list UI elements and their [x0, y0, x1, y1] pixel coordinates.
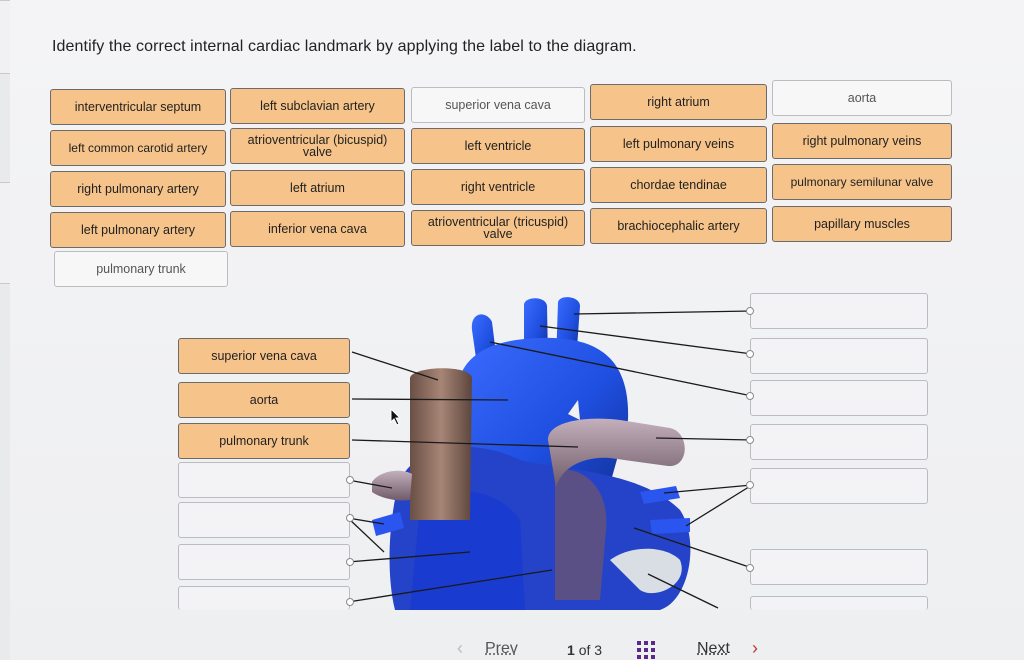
drop-slot-left-7[interactable]: [178, 586, 350, 610]
label-left-atrium[interactable]: left atrium: [230, 170, 405, 206]
label-left-pulmonary-veins[interactable]: left pulmonary veins: [590, 126, 767, 162]
label-aorta-used: aorta: [772, 80, 952, 116]
drop-slot-left-3[interactable]: pulmonary trunk: [178, 423, 350, 459]
drop-slot-right-5[interactable]: [750, 468, 928, 504]
prev-chevron-icon[interactable]: ‹: [457, 638, 463, 658]
label-right-atrium[interactable]: right atrium: [590, 84, 767, 120]
label-pulmonary-trunk-used: pulmonary trunk: [54, 251, 228, 287]
connector-dot: [346, 558, 354, 566]
label-left-pulmonary-artery[interactable]: left pulmonary artery: [50, 212, 226, 248]
label-right-pulmonary-artery[interactable]: right pulmonary artery: [50, 171, 226, 207]
prev-button[interactable]: Prev: [485, 640, 518, 657]
next-chevron-icon[interactable]: ›: [752, 638, 758, 658]
connector-dot: [746, 307, 754, 315]
label-atrioventricular-tricuspid-valve[interactable]: atrioventricular (tricuspid) valve: [411, 210, 585, 246]
drop-slot-right-3[interactable]: [750, 380, 928, 416]
connector-dot: [746, 392, 754, 400]
drop-slot-left-4[interactable]: [178, 462, 350, 498]
connector-dot: [746, 436, 754, 444]
connector-dot: [746, 564, 754, 572]
label-left-ventricle[interactable]: left ventricle: [411, 128, 585, 164]
drop-slot-left-1[interactable]: superior vena cava: [178, 338, 350, 374]
mouse-cursor-icon: [390, 408, 402, 426]
connector-dot: [346, 598, 354, 606]
label-atrioventricular-bicuspid-valve[interactable]: atrioventricular (bicuspid) valve: [230, 128, 405, 164]
label-brachiocephalic-artery[interactable]: brachiocephalic artery: [590, 208, 767, 244]
drop-slot-right-4[interactable]: [750, 424, 928, 460]
connector-dot: [746, 350, 754, 358]
question-text: Identify the correct internal cardiac la…: [52, 38, 637, 55]
drop-slot-left-6[interactable]: [178, 544, 350, 580]
label-left-subclavian-artery[interactable]: left subclavian artery: [230, 88, 405, 124]
label-pulmonary-semilunar-valve[interactable]: pulmonary semilunar valve: [772, 164, 952, 200]
label-inferior-vena-cava[interactable]: inferior vena cava: [230, 211, 405, 247]
drop-slot-right-2[interactable]: [750, 338, 928, 374]
page-indicator: 1 of 3: [567, 642, 603, 658]
label-right-ventricle[interactable]: right ventricle: [411, 169, 585, 205]
connector-dot: [746, 481, 754, 489]
label-interventricular-septum[interactable]: interventricular septum: [50, 89, 226, 125]
connector-dot: [346, 514, 354, 522]
label-papillary-muscles[interactable]: papillary muscles: [772, 206, 952, 242]
label-left-common-carotid-artery[interactable]: left common carotid artery: [50, 130, 226, 166]
drop-slot-left-2[interactable]: aorta: [178, 382, 350, 418]
drop-slot-left-5[interactable]: [178, 502, 350, 538]
next-button[interactable]: Next: [697, 640, 730, 657]
label-right-pulmonary-veins[interactable]: right pulmonary veins: [772, 123, 952, 159]
label-superior-vena-cava-used: superior vena cava: [411, 87, 585, 123]
drop-slot-right-7[interactable]: [750, 596, 928, 610]
connector-dot: [346, 476, 354, 484]
label-chordae-tendinae[interactable]: chordae tendinae: [590, 167, 767, 203]
drop-slot-right-6[interactable]: [750, 549, 928, 585]
drop-slot-right-1[interactable]: [750, 293, 928, 329]
heart-illustration: [372, 297, 691, 610]
leader-lines: [347, 310, 753, 609]
grid-menu-icon[interactable]: [637, 641, 655, 659]
